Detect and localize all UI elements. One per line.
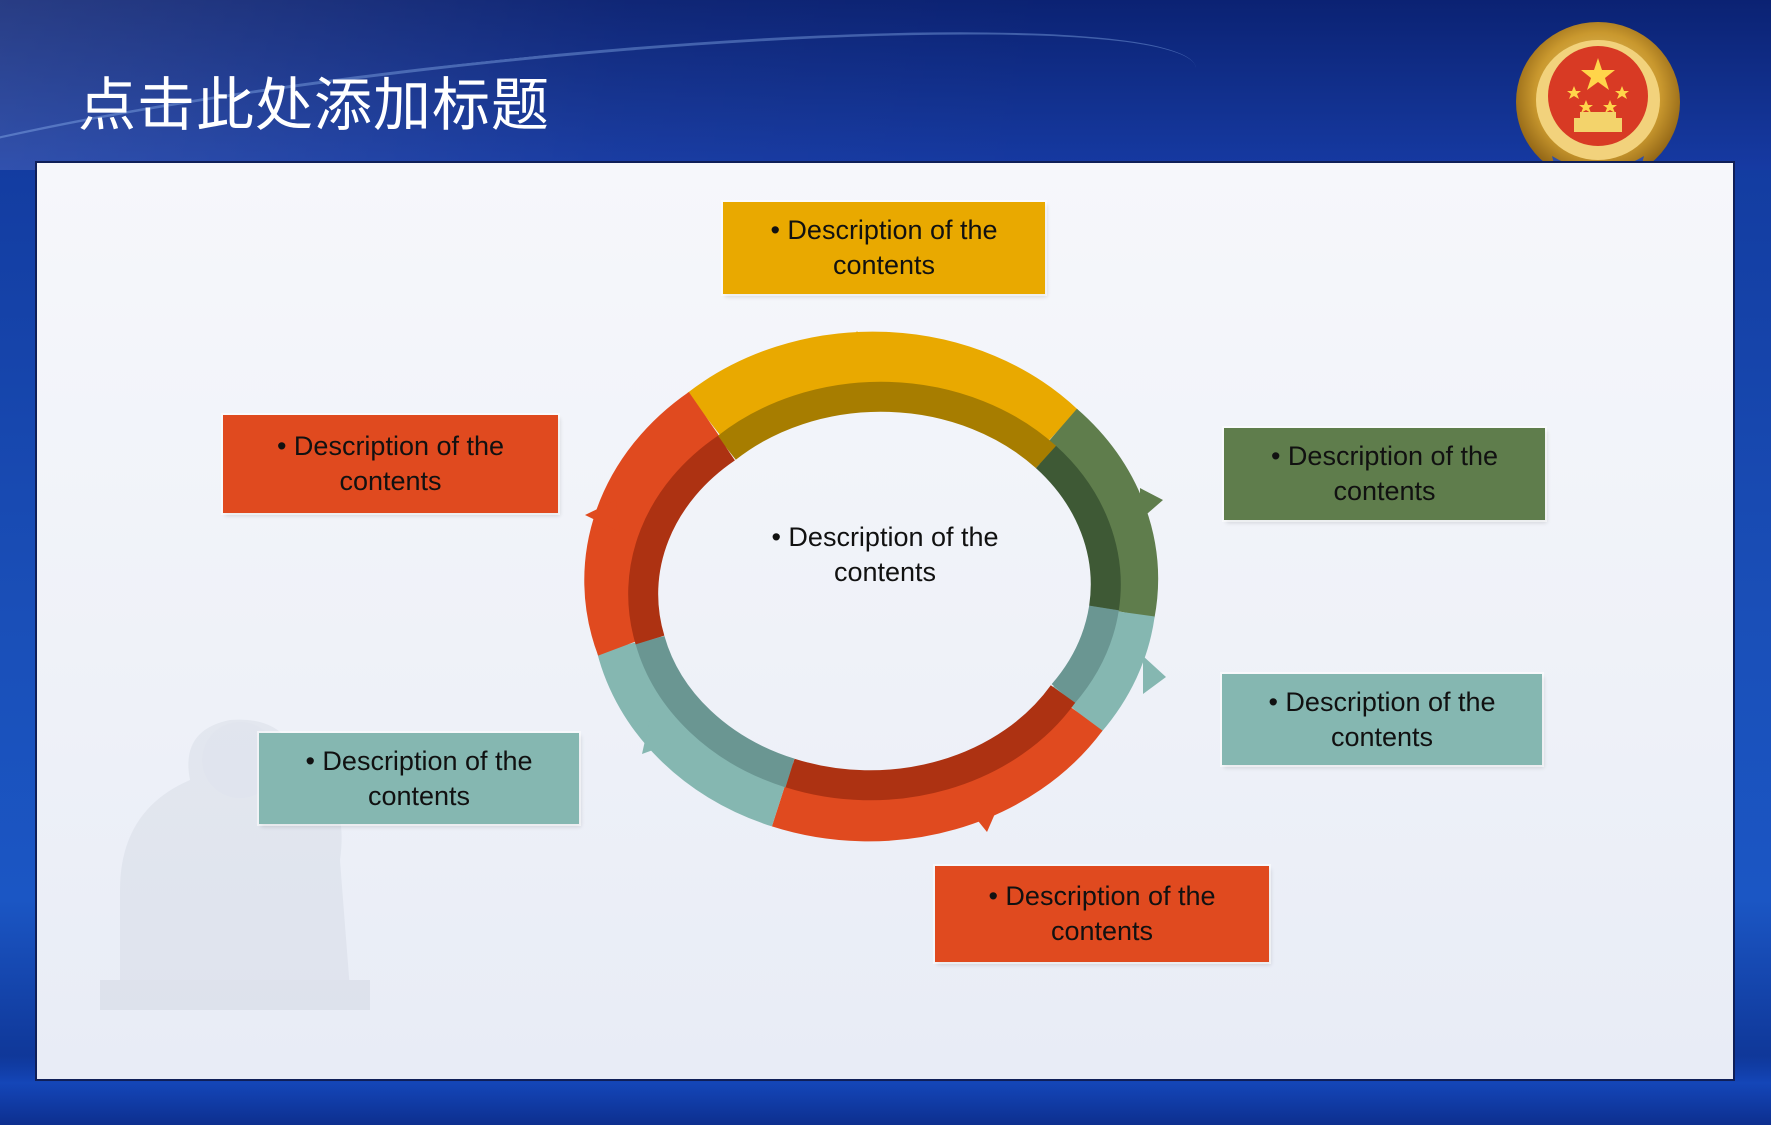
ring-segment-teal-right xyxy=(1050,606,1155,733)
arrow-tip-bottom xyxy=(966,802,1000,832)
description-box-left-lower[interactable]: • Description of the contents xyxy=(259,733,579,824)
ring-segment-orange-bottom xyxy=(771,690,1103,842)
arrow-tip-top xyxy=(842,331,873,357)
description-line: • Description of the xyxy=(1268,686,1496,717)
ring-inner-orange-left xyxy=(628,435,736,645)
ring-inner-yellow xyxy=(717,381,1057,469)
ring-inner-teal-right xyxy=(1051,605,1119,704)
description-line: contents xyxy=(1330,721,1434,752)
description-box-right-lower[interactable]: • Description of the contents xyxy=(1222,674,1542,765)
description-box-left[interactable]: • Description of the contents xyxy=(223,415,558,513)
description-line: • Description of the xyxy=(276,431,505,461)
description-line: • Description of the xyxy=(305,745,533,776)
description-line: contents xyxy=(1050,916,1154,946)
ring-segment-green xyxy=(1033,408,1159,619)
arrow-tip-right-upper xyxy=(1140,488,1163,520)
description-line: contents xyxy=(339,466,442,496)
procuratorate-emblem-icon xyxy=(1516,22,1680,183)
description-line: • Description of the xyxy=(988,881,1216,911)
ring-segment-yellow xyxy=(687,331,1078,459)
ring-inner-orange-bottom xyxy=(785,685,1076,801)
center-description: • Description of the contents xyxy=(771,522,999,587)
description-line: • Description of the xyxy=(1270,441,1499,471)
description-box-top[interactable]: • Description of the contents xyxy=(723,202,1045,294)
description-line: contents xyxy=(832,250,936,280)
ring-inner-green xyxy=(1035,445,1121,611)
description-line: contents xyxy=(1333,476,1436,506)
description-box-bottom[interactable]: • Description of the contents xyxy=(935,866,1269,962)
slide-title[interactable]: 点击此处添加标题 xyxy=(78,71,551,139)
arrow-tip-left-upper xyxy=(585,500,620,532)
ring-segment-orange-left xyxy=(584,391,727,656)
ring-inner-teal-left xyxy=(635,635,795,788)
description-line: contents xyxy=(367,780,471,811)
description-line: • Description of the xyxy=(770,215,998,245)
ring-segment-teal-left xyxy=(597,635,793,827)
description-box-right-upper[interactable]: • Description of the contents xyxy=(1224,428,1545,520)
arrow-tip-left-lower xyxy=(642,718,675,754)
header-band xyxy=(0,0,1771,170)
arrow-tip-right-lower xyxy=(1143,656,1166,694)
content-panel xyxy=(35,161,1735,1081)
